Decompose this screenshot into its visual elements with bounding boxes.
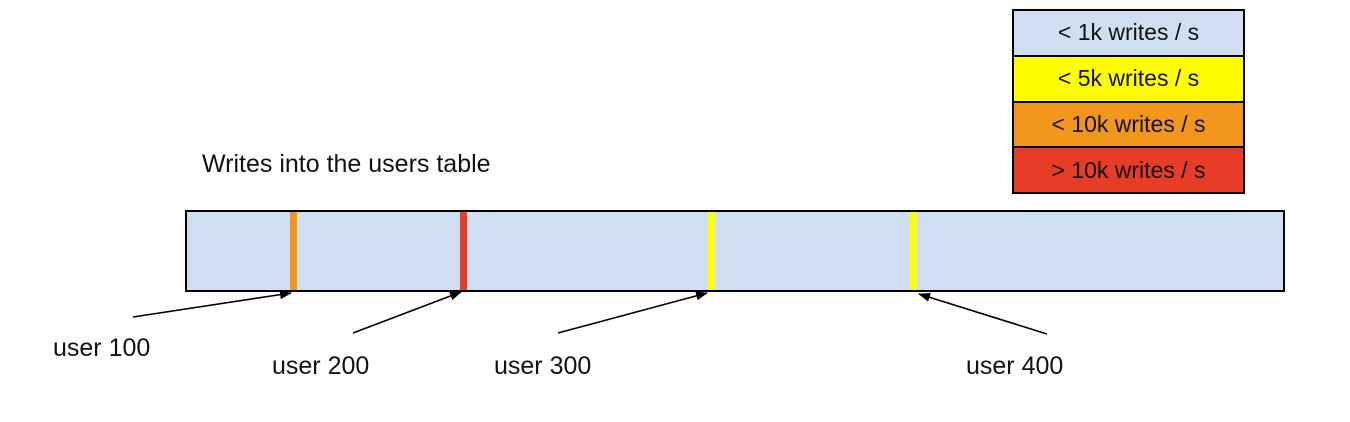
- legend-item-lt-5k: < 5k writes / s: [1014, 54, 1243, 101]
- label-user-300: user 300: [494, 352, 592, 380]
- legend-item-lt-10k: < 10k writes / s: [1014, 100, 1243, 147]
- arrow-user-400: [918, 292, 1048, 335]
- hotspot-marker-user-300: [708, 212, 716, 290]
- hotspot-marker-user-100: [289, 212, 297, 290]
- label-user-200: user 200: [272, 352, 370, 380]
- write-rate-legend: < 1k writes / s < 5k writes / s < 10k wr…: [1012, 9, 1245, 194]
- hotspot-marker-user-400: [910, 212, 918, 290]
- arrow-user-300: [557, 291, 708, 334]
- diagram-title: Writes into the users table: [202, 150, 491, 178]
- arrow-user-100: [132, 290, 292, 318]
- label-user-400: user 400: [966, 352, 1064, 380]
- users-table-bar: [185, 210, 1285, 292]
- arrow-user-200: [352, 291, 462, 334]
- label-user-100: user 100: [53, 334, 151, 362]
- legend-item-lt-1k: < 1k writes / s: [1014, 11, 1243, 55]
- hotspot-marker-user-200: [459, 212, 467, 290]
- legend-item-gt-10k: > 10k writes / s: [1014, 146, 1243, 192]
